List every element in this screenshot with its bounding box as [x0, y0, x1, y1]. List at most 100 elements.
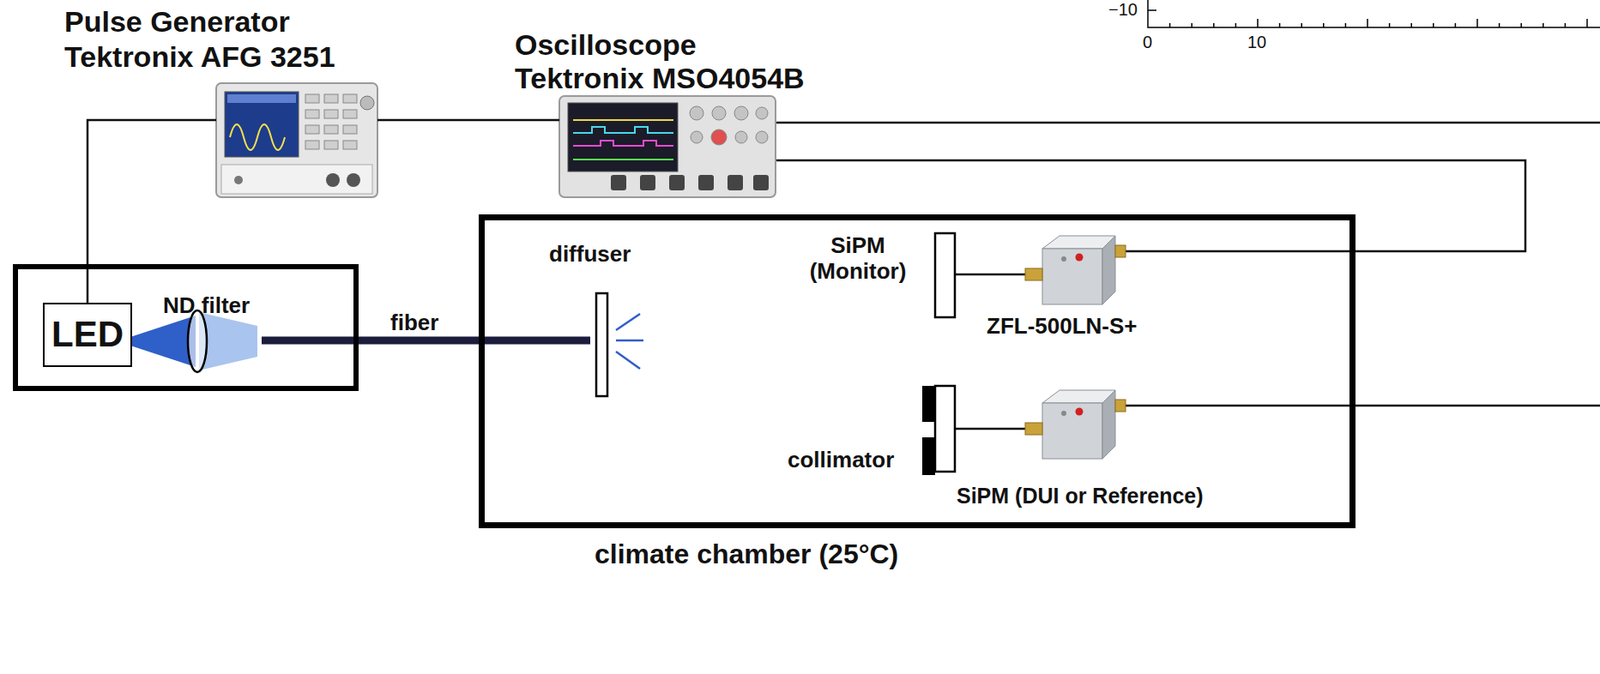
button: [343, 140, 357, 150]
axis-tick: [1169, 23, 1172, 28]
fiber-label: fiber: [390, 310, 439, 337]
plot-axes: [1147, 0, 1600, 28]
light-ray: [615, 339, 644, 343]
sipm-sensor: [935, 386, 955, 472]
knob: [755, 131, 768, 144]
button: [343, 125, 357, 134]
axis-tick: [1256, 18, 1259, 28]
axis-tick: [1410, 23, 1413, 28]
chamber-title: climate chamber (25°C): [594, 538, 899, 571]
amp-side: [1102, 390, 1116, 459]
front-strip: [221, 164, 373, 194]
device-screen: [567, 102, 678, 172]
bnc-connector: [346, 173, 361, 188]
sma-connector: [1025, 422, 1043, 435]
filter-label: ND filter: [163, 293, 250, 320]
axis-tick: [1432, 23, 1435, 28]
knob: [712, 106, 726, 121]
button: [324, 140, 339, 150]
signal-wire: [1125, 404, 1600, 408]
bnc-connector: [753, 175, 769, 191]
axis-tick: [1190, 23, 1193, 28]
signal-wires: [776, 122, 1600, 429]
axis-value: −10: [1108, 0, 1138, 20]
signal-wire: [954, 428, 1026, 431]
axis-tick: [1213, 23, 1215, 28]
device-buttons: [305, 94, 357, 150]
optical-fiber: [261, 337, 591, 345]
collimator-block: [922, 386, 936, 423]
amp-indicator: [1075, 408, 1084, 417]
power-button: [234, 175, 243, 185]
knob: [690, 131, 703, 144]
bnc-connector: [669, 175, 685, 191]
axis-tick: [1388, 23, 1391, 28]
button: [324, 125, 339, 134]
axis-tick: [1564, 23, 1567, 28]
collimator-block: [922, 437, 936, 476]
axis-tick: [1542, 23, 1545, 28]
button: [305, 94, 320, 103]
trace: [573, 158, 674, 161]
light-ray: [615, 313, 640, 331]
led-box: LED: [42, 302, 133, 368]
sipm-label: SiPM (Monitor): [784, 233, 931, 285]
button: [324, 94, 339, 103]
waveform: [229, 124, 285, 151]
trace: [573, 140, 674, 146]
axis-tick: [1279, 23, 1281, 28]
axis-tick: [1476, 18, 1479, 28]
axis-value: 0: [1142, 32, 1153, 53]
axis-tick: [1520, 23, 1522, 28]
axis-tick: [1235, 23, 1238, 28]
sma-connector: [1025, 268, 1043, 281]
axis-line: [1147, 0, 1600, 28]
knob: [711, 129, 727, 145]
oscilloscope-picture: [559, 96, 776, 198]
signal-wire: [776, 121, 1600, 125]
amp-screw: [1061, 256, 1067, 262]
diffused-rays: [615, 313, 644, 369]
pulse-generator-picture: [216, 83, 378, 198]
amp-front: [1042, 403, 1103, 459]
device-heading: Pulse Generator: [64, 5, 290, 39]
bnc-connector: [727, 175, 743, 191]
device-heading: Oscilloscope: [514, 28, 697, 62]
signal-wire: [776, 160, 1526, 252]
device-body: [216, 83, 378, 198]
screen-bar: [227, 94, 296, 103]
button: [305, 109, 320, 119]
axis-tick: [1322, 23, 1325, 28]
signal-wire: [954, 273, 1026, 277]
sma-connector: [1115, 399, 1126, 412]
bnc-connector: [640, 175, 656, 191]
amplifier-picture: [1025, 235, 1126, 305]
amp-front: [1042, 248, 1103, 305]
pulse-generator: Pulse GeneratorTektronix AFG 3251: [216, 81, 378, 200]
bnc-inputs: [610, 175, 769, 191]
axis-tick: [1586, 18, 1588, 28]
button: [343, 94, 357, 103]
trace: [573, 126, 674, 133]
model-name: Tektronix AFG 3251: [64, 40, 336, 74]
knob: [755, 107, 768, 120]
diffuser-plate: [596, 293, 608, 397]
knob: [360, 96, 375, 110]
oscilloscope: OscilloscopeTektronix MSO4054B: [559, 94, 777, 200]
button: [343, 109, 357, 119]
bnc-connector: [326, 173, 340, 188]
knob: [689, 106, 704, 121]
diffuser-label: diffuser: [549, 241, 631, 268]
axis-value: 10: [1247, 32, 1267, 53]
device-body: [559, 96, 776, 198]
axis-tick: [1455, 23, 1457, 28]
light-cone: [130, 315, 196, 368]
axis-tick: [1345, 23, 1347, 28]
bnc-connector: [610, 175, 627, 191]
collimator-label: collimator: [787, 447, 894, 474]
knob: [735, 131, 748, 144]
knob: [734, 106, 749, 121]
sipm-sensor: [935, 233, 955, 318]
